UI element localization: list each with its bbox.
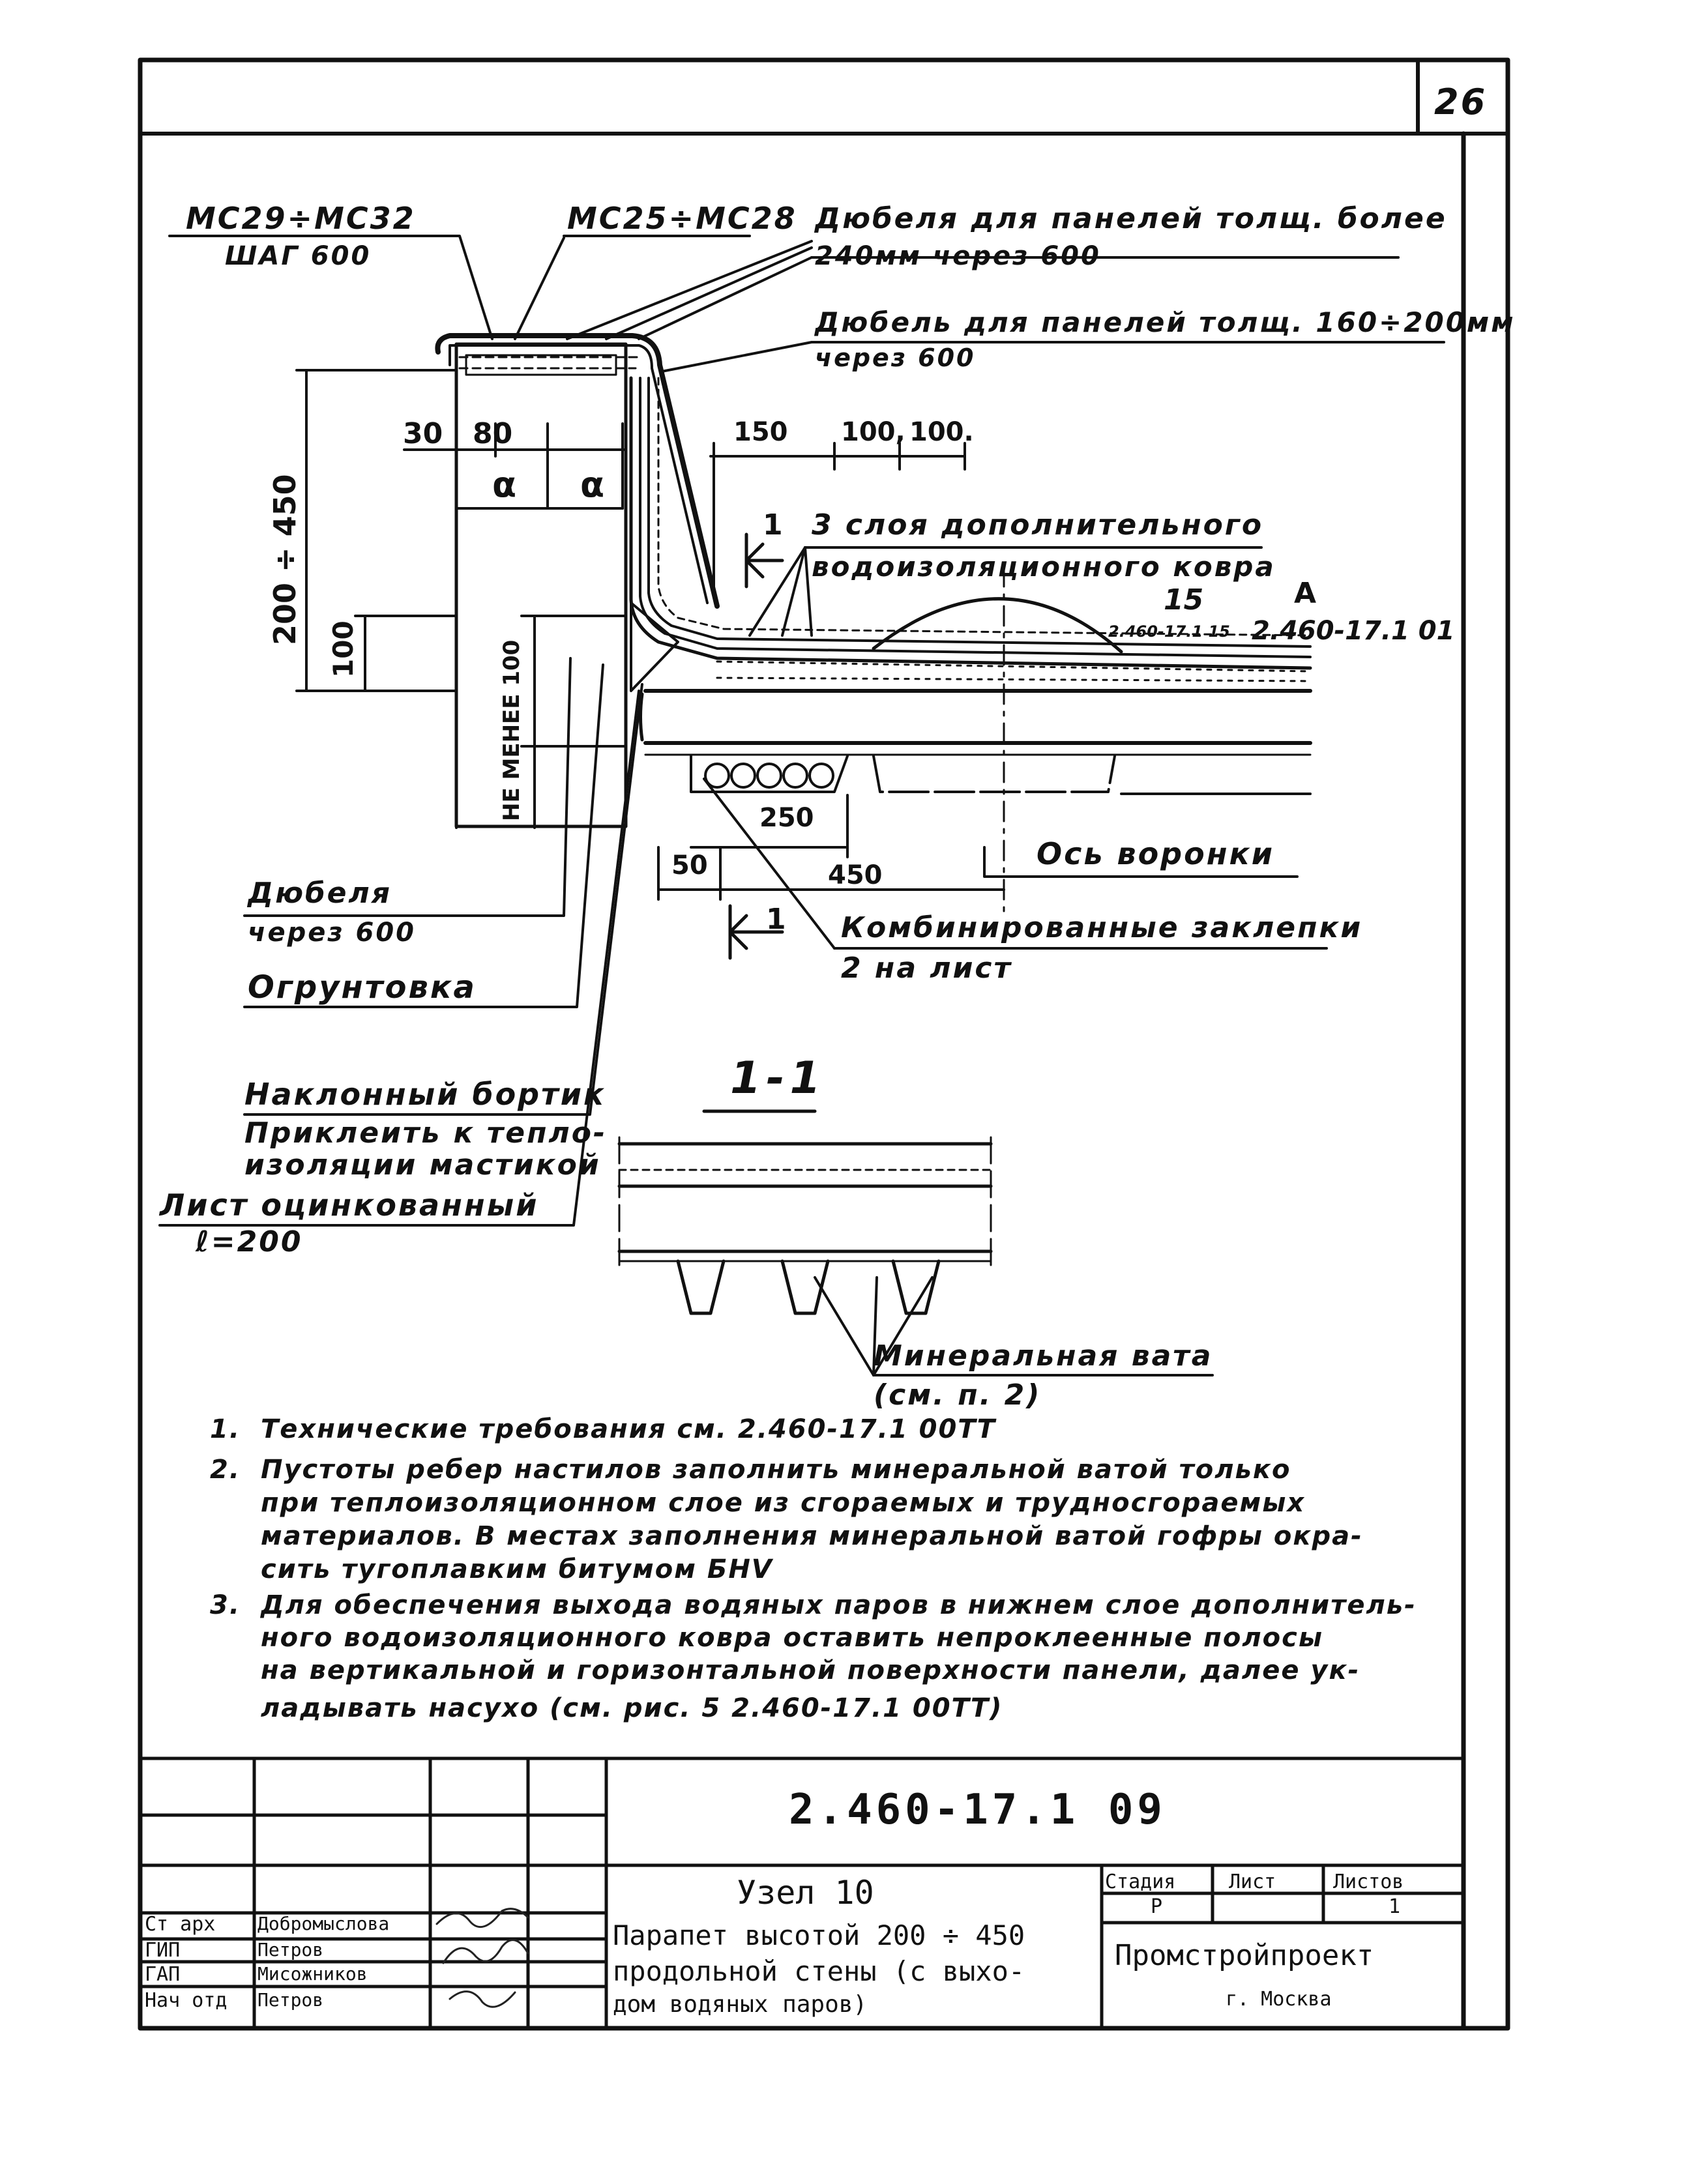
callout-dowels-600-2: через 600 bbox=[248, 918, 417, 948]
leader-lines bbox=[158, 235, 1445, 1376]
dim-not-less-100: НЕ МЕНЕЕ 100 bbox=[499, 639, 525, 821]
sheets-value: 1 bbox=[1389, 1895, 1401, 1918]
callout-funnel-axis: Ось воронки bbox=[1037, 836, 1274, 871]
outer-frame bbox=[138, 57, 1510, 2031]
callout-primer: Огрунтовка bbox=[248, 969, 477, 1006]
section-mark-1 bbox=[728, 532, 784, 960]
callout-dowel-thin-1: Дюбель для панелей толщ. 160÷200мм bbox=[815, 306, 1516, 338]
callout-rivets-2: 2 на лист bbox=[841, 952, 1012, 985]
ref-doc: 2.460-17.1 01 bbox=[1252, 616, 1455, 646]
name-4: Петров bbox=[257, 1989, 324, 2011]
callout-dowels-600-1: Дюбеля bbox=[248, 877, 392, 910]
note-3-line-3: на вертикальной и горизонтальной поверхн… bbox=[261, 1655, 1360, 1685]
dim-450: 450 bbox=[828, 860, 883, 890]
role-2: ГИП bbox=[145, 1939, 181, 1962]
dim-200-450: 200 ÷ 450 bbox=[267, 474, 302, 645]
node-title: Узел 10 bbox=[737, 1874, 874, 1912]
doc-code: 2.460-17.1 09 bbox=[789, 1786, 1166, 1834]
callout-mc25: МС25÷МС28 bbox=[567, 201, 797, 236]
note-2-line-4: сить тугоплавким битумом БНV bbox=[261, 1554, 773, 1584]
section-mark-bottom: 1 bbox=[766, 903, 786, 936]
org-city: г. Москва bbox=[1226, 1988, 1332, 2011]
note-1-line-1: Технические требования см. 2.460-17.1 00… bbox=[261, 1414, 996, 1444]
section-mark-top: 1 bbox=[763, 508, 783, 542]
note-3-line-1: Для обеспечения выхода водяных паров в н… bbox=[261, 1590, 1417, 1620]
callout-step-600: ШАГ 600 bbox=[225, 241, 372, 271]
callout-extra-layers-1: 3 слоя дополнительного bbox=[812, 508, 1264, 542]
callout-dowels-thick-1: Дюбеля для панелей толщ. более bbox=[815, 202, 1447, 235]
signatures bbox=[435, 1908, 529, 2008]
dim-80: 80 bbox=[473, 417, 513, 450]
note-2-line-1: Пустоты ребер настилов заполнить минерал… bbox=[261, 1455, 1291, 1485]
dim-100b: 100. bbox=[909, 417, 974, 447]
mineral-wool-fill bbox=[704, 763, 834, 789]
callout-dowels-thick-2: 240мм через 600 bbox=[815, 241, 1101, 271]
parapet-cap-flashing bbox=[435, 333, 720, 609]
name-2: Петров bbox=[257, 1939, 324, 1960]
dim-100: 100 bbox=[327, 620, 359, 678]
note-1-num: 1. bbox=[210, 1414, 241, 1444]
dim-30: 30 bbox=[403, 417, 443, 450]
ref-15: 15 bbox=[1164, 583, 1204, 617]
callout-mineral-2: (см. п. 2) bbox=[874, 1378, 1042, 1412]
callout-bortik-2: Приклеить к тепло- bbox=[244, 1116, 608, 1150]
callout-bortik-1: Наклонный бортик bbox=[244, 1077, 606, 1112]
name-3: Мисожников bbox=[257, 1963, 368, 1985]
section-1-1-label: 1-1 bbox=[730, 1053, 826, 1104]
note-2-line-2: при теплоизоляционном слое из сгораемых … bbox=[261, 1488, 1306, 1518]
sheets-header: Листов bbox=[1333, 1871, 1404, 1893]
sheet-number: 26 bbox=[1434, 81, 1488, 123]
org-name: Промстройпроект bbox=[1115, 1939, 1374, 1972]
callout-dowel-thin-2: через 600 bbox=[815, 343, 976, 372]
parapet-wall bbox=[454, 342, 628, 828]
callout-bortik-3: изоляции мастикой bbox=[244, 1148, 601, 1182]
dim-alpha-2: α bbox=[580, 464, 605, 505]
section-1-1 bbox=[617, 1109, 993, 1315]
dim-150: 150 bbox=[733, 417, 788, 447]
roof-slab bbox=[639, 689, 1312, 795]
desc-line-3: дом водяных паров) bbox=[613, 1991, 868, 2018]
callout-rivets-1: Комбинированные заклепки bbox=[841, 911, 1363, 944]
desc-line-2: продольной стены (с выхо- bbox=[613, 1955, 1025, 1987]
stage-value: Р bbox=[1151, 1895, 1163, 1918]
note-2-line-3: материалов. В местах заполнения минераль… bbox=[261, 1521, 1363, 1551]
role-1: Ст арх bbox=[145, 1913, 216, 1936]
role-3: ГАП bbox=[145, 1963, 181, 1986]
callout-mc29: МС29÷МС32 bbox=[186, 201, 416, 236]
stage-header: Стадия bbox=[1105, 1871, 1176, 1893]
dimension-lines bbox=[295, 369, 1005, 901]
callout-sheet-2: ℓ=200 bbox=[196, 1225, 303, 1259]
note-2-num: 2. bbox=[210, 1455, 241, 1485]
note-3-line-4: ладывать насухо (см. рис. 5 2.460-17.1 0… bbox=[261, 1693, 1003, 1723]
callout-mineral-1: Минеральная вата bbox=[874, 1339, 1213, 1373]
dim-alpha-1: α bbox=[492, 464, 517, 505]
ref-a: А bbox=[1294, 577, 1317, 610]
funnel-dome bbox=[872, 597, 1123, 654]
note-3-line-2: ного водоизоляционного ковра оставить не… bbox=[261, 1623, 1324, 1653]
dim-250: 250 bbox=[759, 803, 814, 833]
callout-sheet-1: Лист оцинкованный bbox=[160, 1187, 539, 1223]
role-4: Нач отд bbox=[145, 1989, 228, 2012]
ref-small: 2.460-17.1 15 bbox=[1108, 622, 1230, 641]
inclined-bortik bbox=[630, 602, 679, 692]
callout-extra-layers-2: водоизоляционного ковра bbox=[812, 551, 1276, 583]
desc-line-1: Парапет высотой 200 ÷ 450 bbox=[613, 1919, 1025, 1951]
note-3-num: 3. bbox=[210, 1590, 241, 1620]
sheet-header: Лист bbox=[1229, 1871, 1276, 1893]
name-1: Добромыслова bbox=[257, 1913, 390, 1934]
title-block-grid bbox=[138, 1756, 1465, 2030]
dim-50: 50 bbox=[671, 851, 708, 881]
dim-100a: 100, bbox=[841, 417, 905, 447]
